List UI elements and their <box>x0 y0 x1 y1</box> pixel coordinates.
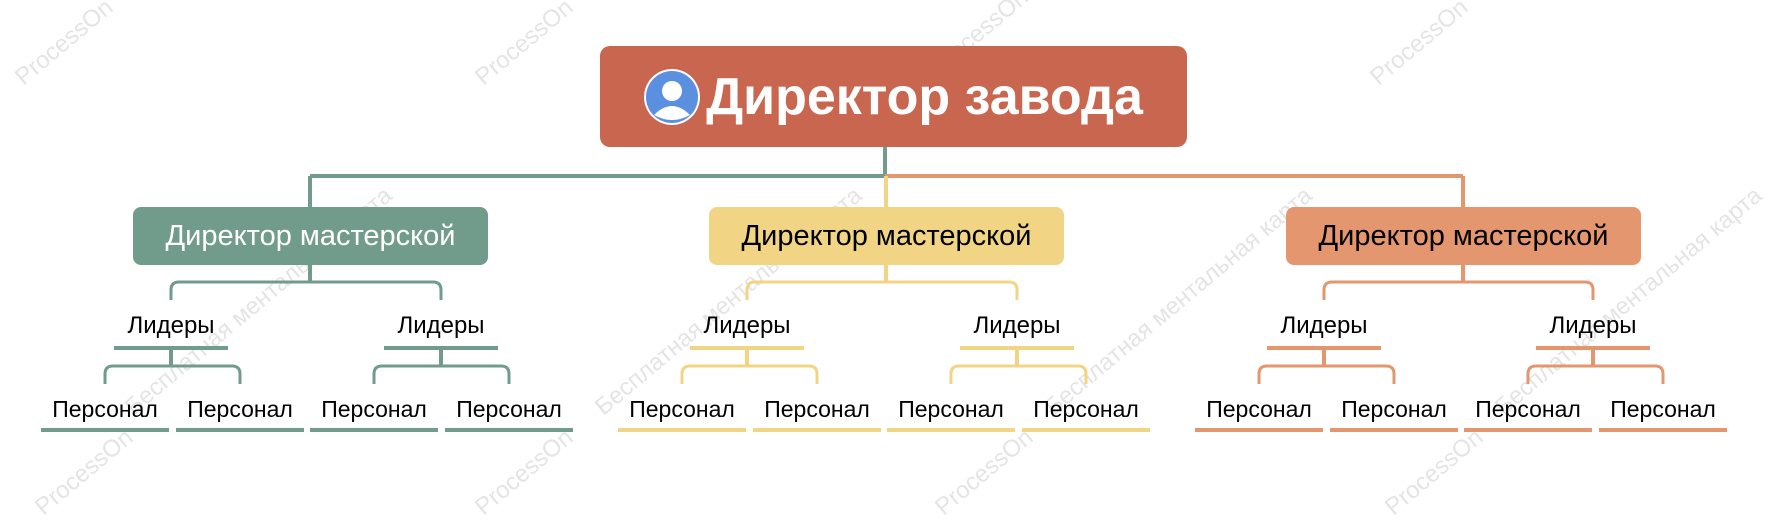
avatar-icon <box>644 68 701 125</box>
manager-label: Директор мастерской <box>741 219 1032 252</box>
leader-node-3-1[interactable]: Лидеры <box>1280 312 1368 339</box>
bracket-connector <box>1526 364 1665 384</box>
root-title: Директор завода <box>706 67 1143 126</box>
bracket-connector <box>372 364 511 384</box>
manager-label: Директор мастерской <box>165 219 456 252</box>
leader-node-2-2[interactable]: Лидеры <box>973 312 1061 339</box>
bracket-connector <box>745 280 1019 300</box>
staff-node[interactable]: Персонал <box>52 396 158 422</box>
bracket-connector <box>103 364 242 384</box>
staff-node[interactable]: Персонал <box>1206 396 1312 422</box>
staff-node[interactable]: Персонал <box>187 396 293 422</box>
staff-node[interactable]: Персонал <box>1341 396 1447 422</box>
leader-node-1-1[interactable]: Лидеры <box>127 312 215 339</box>
bracket-connector <box>680 364 819 384</box>
leader-node-3-2[interactable]: Лидеры <box>1549 312 1637 339</box>
leader-node-2-1[interactable]: Лидеры <box>703 312 791 339</box>
root-node[interactable]: Директор завода <box>600 46 1187 147</box>
staff-node[interactable]: Персонал <box>1475 396 1581 422</box>
bracket-connector <box>169 280 443 300</box>
manager-node-1[interactable]: Директор мастерской <box>133 207 488 265</box>
leader-node-1-2[interactable]: Лидеры <box>397 312 485 339</box>
staff-node[interactable]: Персонал <box>456 396 562 422</box>
bracket-connector <box>1257 364 1396 384</box>
bracket-connector <box>1322 280 1595 300</box>
manager-node-2[interactable]: Директор мастерской <box>709 207 1064 265</box>
manager-label: Директор мастерской <box>1318 219 1609 252</box>
staff-node[interactable]: Персонал <box>629 396 735 422</box>
staff-node[interactable]: Персонал <box>898 396 1004 422</box>
connector-lines <box>41 147 1727 432</box>
staff-node[interactable]: Персонал <box>1033 396 1139 422</box>
bracket-connector <box>949 364 1088 384</box>
staff-node[interactable]: Персонал <box>1610 396 1716 422</box>
staff-node[interactable]: Персонал <box>321 396 427 422</box>
staff-node[interactable]: Персонал <box>764 396 870 422</box>
manager-node-3[interactable]: Директор мастерской <box>1286 207 1641 265</box>
